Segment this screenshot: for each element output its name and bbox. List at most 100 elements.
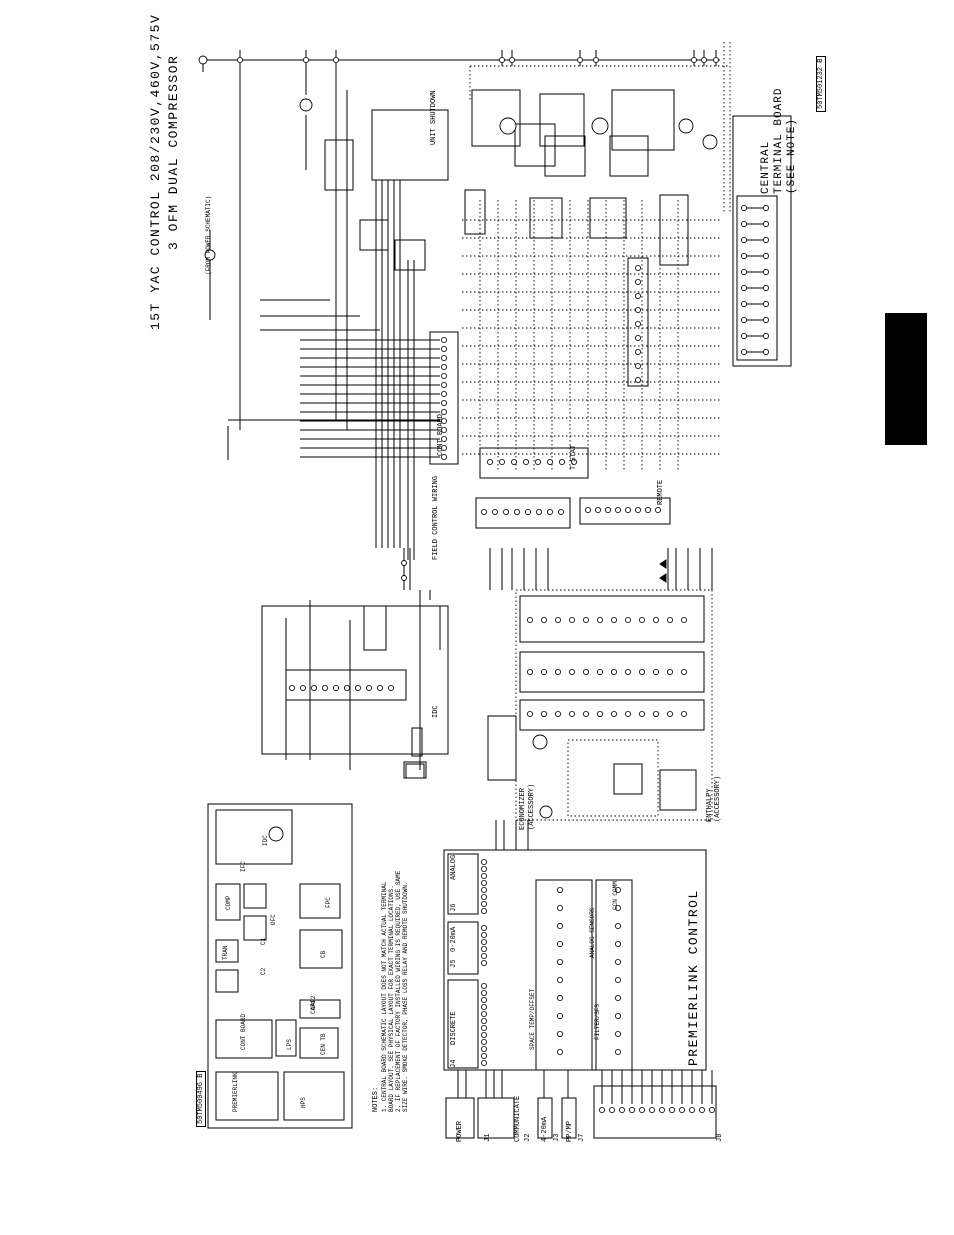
econ-term [611,669,618,676]
econ-terminal-row-2 [519,651,705,693]
remote-terminal [585,506,592,513]
j4-term [480,1011,487,1018]
damper-actuator [487,715,517,781]
j6-term [480,859,487,866]
idc-board-box [261,605,449,755]
filter-term [615,887,622,894]
field-terminal [480,508,487,515]
j8-term [689,1107,696,1114]
idc-terminal [365,685,372,692]
note-line-1: 1. CENTRAL BOARD SCHEMATIC LAYOUT DOES N… [381,881,388,1112]
premierlink-title: PREMIERLINK CONTROL [686,889,701,1066]
lps-layout [275,1019,297,1057]
premierlink-layout [215,1071,279,1121]
j6-term [480,880,487,887]
cont-terminal [440,417,447,424]
capacitor-block-3 [609,135,649,177]
legend-label: IFC [240,861,247,872]
idc-relay [363,605,387,651]
sensor-term [557,977,564,984]
fan-motor-3b [702,134,718,150]
connector-j1-label: POWER [456,1120,464,1142]
sat-block [659,194,689,266]
ofm-relay-1 [471,89,521,147]
j8-term [619,1107,626,1114]
idc-terminal [310,685,317,692]
j4-term [480,1060,487,1067]
fan-motor-3a [678,118,694,134]
j6-term [480,873,487,880]
relay-ofr [394,239,426,271]
j6-term [480,901,487,908]
cont-terminal [440,345,447,352]
legend-label: CONT BOARD [240,1013,247,1050]
unit-shutdown-label: UNIT SHUTDOWN [430,90,438,145]
j8-term [629,1107,636,1114]
remote-terminal [595,506,602,513]
thermostat-label: T-STAT [570,444,578,470]
econ-terminal [635,264,642,271]
drawing-number-top: 50TM501232 B [816,55,826,112]
j8-term [649,1107,656,1114]
j5-term [480,953,487,960]
j6-term [480,894,487,901]
legend-label: C1 [260,937,267,945]
sensor-term [557,1013,564,1020]
central-terminal [763,284,770,291]
connector-j3-label: 4-20mA [541,1116,549,1142]
central-terminal [763,348,770,355]
central-terminal [741,204,748,211]
central-terminal [763,252,770,259]
idc-terminal [387,685,394,692]
sensor-term [557,995,564,1002]
note-line-4: SIZE WIRE. SMOKE DETECTOR, PHASE LOSS RE… [402,881,409,1112]
j4-term [480,1032,487,1039]
economizer-label: ECONOMIZER [519,787,527,830]
field-terminal [525,508,532,515]
cont-terminal [440,390,447,397]
central-terminal [741,348,748,355]
connector-j3-id: J3 [553,1133,561,1142]
econ-terminal [635,320,642,327]
sensor-block-space-temp: SPACE TEMP/OFFSET [529,988,536,1050]
j4-term [480,990,487,997]
econ-term [611,617,618,624]
sensor-block-filter: FILTER/SFS [594,1003,601,1040]
sensor-term [557,959,564,966]
econ-term [541,669,548,676]
relay-block-a [464,189,486,235]
cont-board-label: CONT BOARD [437,413,445,456]
field-terminal [514,508,521,515]
junction-dot [401,575,407,581]
econ-term [667,711,674,718]
econ-term [583,617,590,624]
legend-label: OFC [270,914,277,925]
enthalpy-accessory-label: (ACCESSORY) [714,775,722,822]
comp-layout [215,883,241,921]
rail-terminal [302,57,309,64]
j4-block [447,979,479,1069]
filter-term [615,1031,622,1038]
fan-motor-2 [591,117,609,135]
remote-sensor-label: REMOTE [657,479,665,505]
sensor-term [557,905,564,912]
econ-term [583,711,590,718]
idc-terminal [288,685,295,692]
cont-board-layout [215,1019,273,1059]
econ-term [527,711,534,718]
enthalpy-sensor [539,805,553,819]
sensor-term [557,1031,564,1038]
cont-board-box [429,331,459,465]
relay-block-b [529,197,563,239]
legend-label: IDC [262,835,269,846]
ofc-layout [299,883,341,919]
econ-term [555,669,562,676]
drawing-number-legend: 50TM500496 B [196,1070,206,1127]
tstat-terminal [571,458,578,465]
central-terminal [741,220,748,227]
idc-terminal-row [285,669,407,701]
econ-terminal [635,334,642,341]
j5-term [480,960,487,967]
j6-block [447,853,479,915]
legend-label: CEN TB [320,1033,327,1055]
